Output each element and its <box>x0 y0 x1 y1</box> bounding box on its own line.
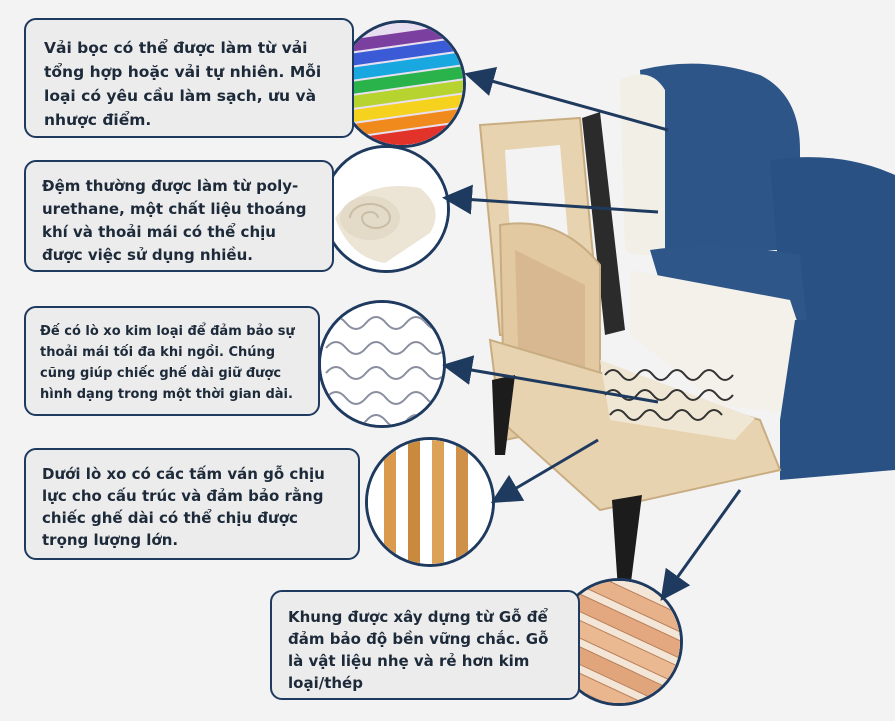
callout-foam: Đệm thường được làm từ poly-urethane, mộ… <box>24 160 334 272</box>
base-inner <box>600 360 755 440</box>
callout-frame-text: Khung được xây dựng từ Gỗ để đảm bảo độ … <box>288 608 549 692</box>
callout-frame: Khung được xây dựng từ Gỗ để đảm bảo độ … <box>270 590 580 700</box>
sinuous-springs <box>604 369 734 421</box>
arrow-foam <box>442 184 659 215</box>
back-dark-panel <box>582 112 625 335</box>
callout-slats-text: Dưới lò xo có các tấm ván gỗ chịu lực ch… <box>42 465 325 549</box>
back-leg <box>492 375 515 455</box>
wood-slats-icon <box>365 437 495 567</box>
spring-pattern-icon <box>318 300 446 428</box>
front-upholstery <box>780 320 895 480</box>
front-leg <box>612 495 642 590</box>
arrow-frame <box>660 489 742 601</box>
callout-springs: Đế có lò xo kim loại để đảm bảo sự thoải… <box>24 306 320 416</box>
arrow-springs <box>442 355 659 404</box>
callout-slats: Dưới lò xo có các tấm ván gỗ chịu lực ch… <box>24 448 360 560</box>
arrow-slats <box>490 438 599 504</box>
callout-fabric: Vải bọc có thể được làm từ vải tổng hợp … <box>24 18 354 138</box>
callout-foam-text: Đệm thường được làm từ poly-urethane, mộ… <box>42 177 307 264</box>
callout-springs-text: Đế có lò xo kim loại để đảm bảo sự thoải… <box>40 324 295 402</box>
callout-fabric-text: Vải bọc có thể được làm từ vải tổng hợp … <box>44 39 322 129</box>
arrow-fabric <box>464 66 669 132</box>
seat-foam <box>630 270 810 415</box>
fabric-swatch-icon <box>338 20 466 148</box>
foam-roll-icon <box>322 145 450 273</box>
sofa-back-upholstery <box>640 63 800 250</box>
